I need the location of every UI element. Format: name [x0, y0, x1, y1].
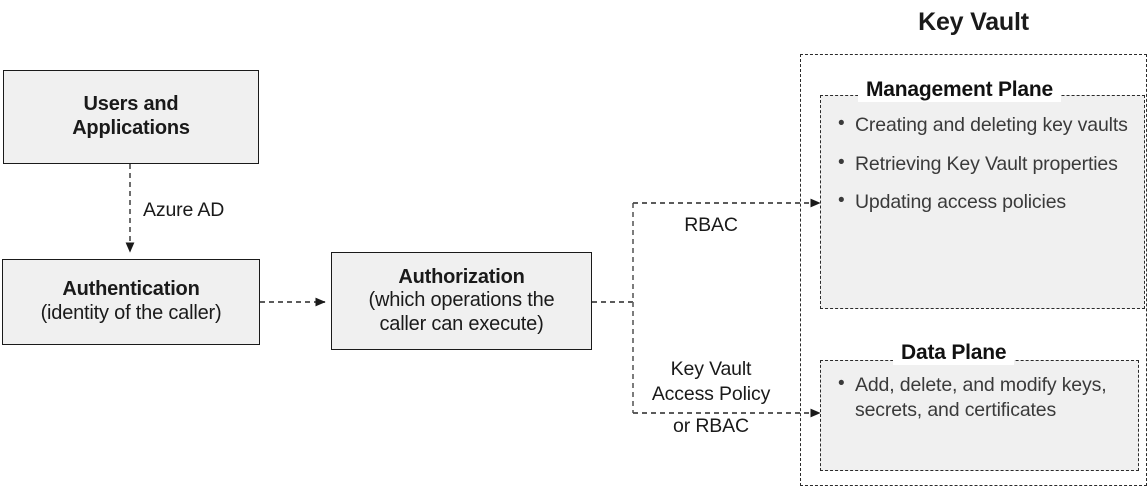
- authentication-box-title: Authentication: [62, 278, 200, 301]
- list-item: Creating and deleting key vaults: [836, 112, 1136, 138]
- authorization-box-title: Authorization: [398, 265, 525, 288]
- node-users-and-applications[interactable]: Users and Applications: [3, 70, 259, 164]
- edge-label-rbac: RBAC: [684, 214, 738, 236]
- authorization-box-subtitle-line1: (which operations the: [368, 289, 555, 312]
- data-plane-title: Data Plane: [893, 341, 1015, 365]
- list-item: Retrieving Key Vault properties: [836, 151, 1136, 177]
- management-plane-title: Management Plane: [858, 78, 1062, 102]
- authentication-box-subtitle: (identity of the caller): [40, 302, 222, 324]
- list-item: Add, delete, and modify keys, secrets, a…: [836, 372, 1131, 422]
- list-item: Updating access policies: [836, 189, 1136, 215]
- edge-label-or-rbac: or RBAC: [673, 415, 749, 437]
- edge-label-key-vault-access-policy: Key Vault Access Policy: [633, 357, 789, 408]
- node-authorization[interactable]: Authorization (which operations the call…: [331, 252, 592, 350]
- authorization-box-subtitle-line2: caller can execute): [379, 312, 544, 335]
- edge-label-key-vault-access-policy-line1: Key Vault: [670, 358, 752, 380]
- edge-label-azure-ad: Azure AD: [143, 199, 225, 221]
- users-box-title: Users and: [83, 93, 179, 116]
- data-plane-bullet-list: Add, delete, and modify keys, secrets, a…: [836, 372, 1131, 422]
- management-plane-bullet-list: Creating and deleting key vaults Retriev…: [836, 112, 1136, 215]
- node-authentication[interactable]: Authentication (identity of the caller): [2, 259, 260, 345]
- edge-label-key-vault-access-policy-line2: Access Policy: [651, 383, 771, 406]
- users-box-subtitle: Applications: [72, 117, 190, 139]
- key-vault-container: [800, 54, 1147, 486]
- key-vault-title: Key Vault: [918, 8, 1029, 36]
